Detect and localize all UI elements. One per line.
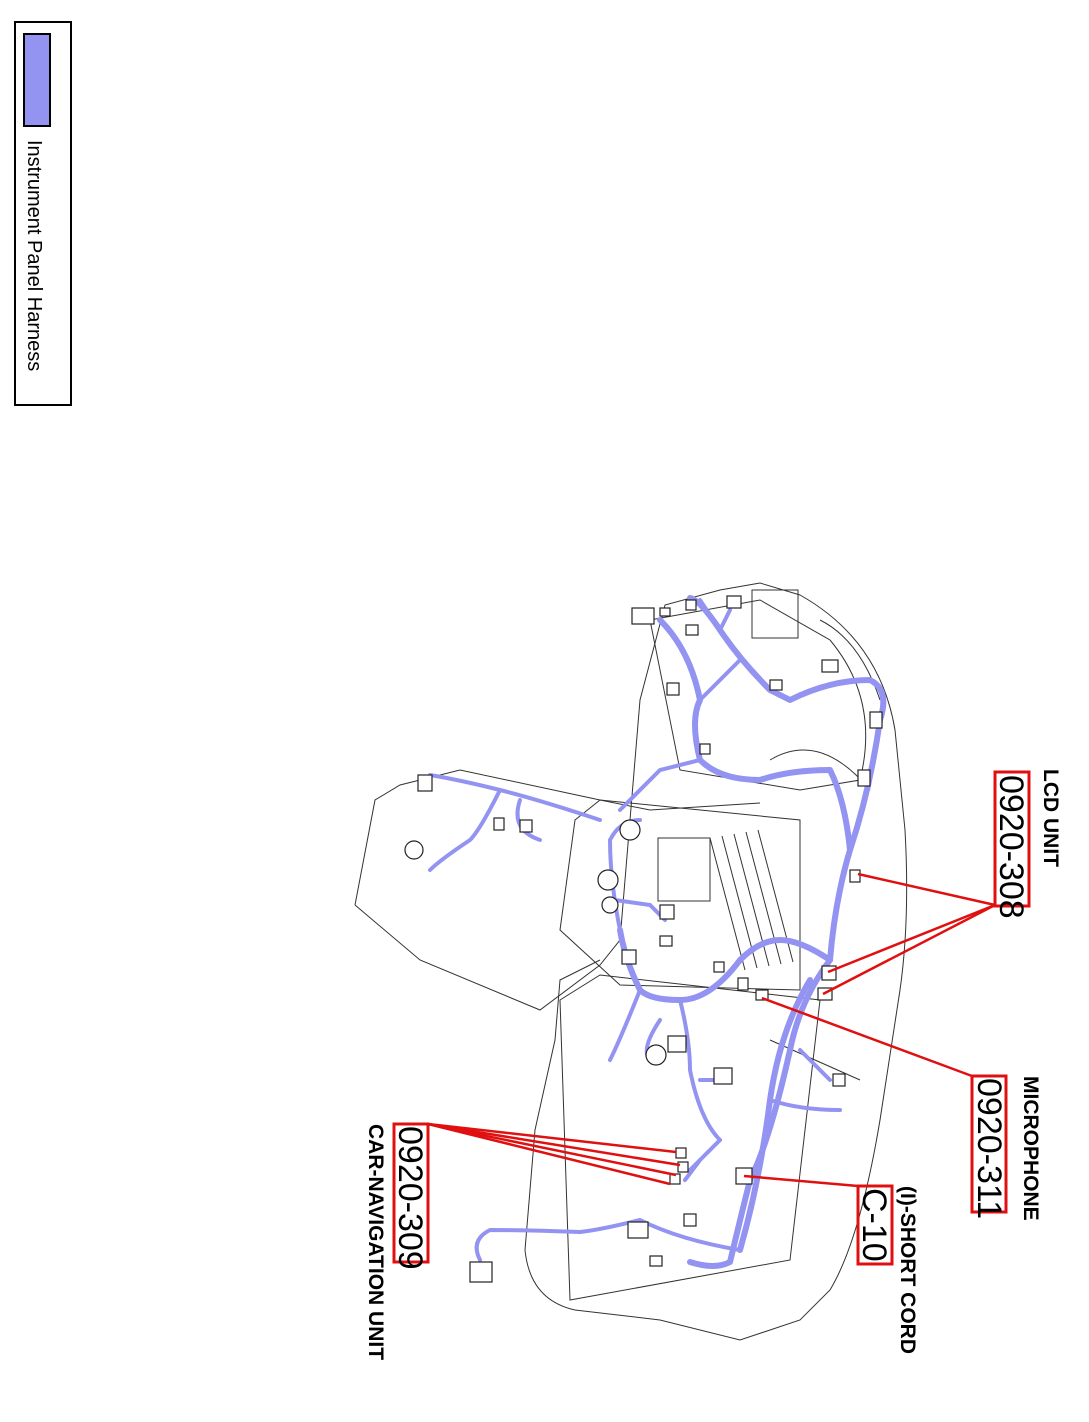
panel-outline-main	[524, 582, 908, 1341]
panel-center-stack	[559, 799, 801, 991]
connector	[619, 819, 641, 841]
harness-nav-branch	[474, 1138, 742, 1262]
connector	[699, 743, 711, 755]
connector	[597, 869, 619, 891]
connector	[649, 1255, 663, 1267]
callout-code: 0920-309	[391, 1126, 429, 1270]
leader-line-nav	[427, 1122, 677, 1177]
leader-line-lcd	[827, 903, 996, 974]
connector	[832, 1073, 846, 1087]
connector	[857, 769, 871, 787]
harness-cluster-branch	[618, 598, 742, 812]
callout-short-cord: C-10 (I)-SHORT CORD	[855, 1184, 919, 1354]
callout-box	[993, 770, 1031, 908]
callout-lcd-unit: 0920-308 LCD UNIT	[992, 769, 1062, 919]
panel-outline-upper	[354, 769, 761, 906]
panel-vent-box	[751, 589, 799, 639]
connector	[469, 1261, 493, 1283]
connector	[685, 624, 699, 636]
leader-line-nav	[427, 1122, 671, 1186]
leader-line-microphone	[761, 996, 973, 1078]
callout-box	[392, 1122, 430, 1264]
connector	[645, 1044, 667, 1066]
harness-main-trunk	[687, 957, 833, 1269]
instrument-panel-harness	[428, 595, 887, 1269]
connector	[713, 961, 725, 973]
connector	[601, 896, 619, 914]
connector	[849, 869, 861, 883]
legend-label: Instrument Panel Harness	[23, 140, 45, 371]
leader-line-nav	[427, 1122, 677, 1154]
leader-line-nav	[427, 1122, 681, 1167]
connector	[821, 659, 839, 673]
connector	[519, 819, 533, 833]
connector	[726, 595, 742, 609]
panel-glovebox	[559, 974, 821, 1301]
connector	[621, 949, 637, 965]
connector	[659, 935, 673, 947]
connectors	[404, 595, 883, 1283]
callout-car-navigation-unit: 0920-309 CAR-NAVIGATION UNIT	[364, 1122, 430, 1360]
connector	[755, 989, 769, 1001]
callout-code: 0920-311	[970, 1078, 1008, 1219]
connector	[685, 599, 697, 611]
panel-display	[657, 837, 711, 902]
callout-name: MICROPHONE	[1019, 1076, 1042, 1221]
callout-box	[970, 1074, 1008, 1214]
panel-vent-slats	[709, 829, 794, 971]
leader-line-short-cord	[743, 1174, 859, 1188]
connector	[683, 1213, 697, 1227]
connector	[675, 1147, 687, 1159]
callout-name: (I)-SHORT CORD	[896, 1186, 919, 1354]
leader-line-lcd	[857, 872, 996, 907]
connector	[769, 679, 783, 691]
harness-upper-run-2	[657, 617, 853, 853]
connector	[713, 1067, 733, 1085]
connector	[627, 1221, 649, 1239]
connector	[404, 840, 424, 860]
connector	[631, 607, 655, 625]
legend: Instrument Panel Harness	[14, 21, 72, 406]
harness-center-run	[617, 927, 833, 1003]
harness-lower-loop	[768, 1048, 842, 1112]
connector	[659, 904, 675, 920]
connector	[737, 977, 749, 991]
connector	[869, 711, 883, 729]
harness-upper-run	[687, 595, 887, 963]
harness-glovebox-branch	[644, 998, 722, 1142]
connector	[417, 774, 433, 792]
callout-code: C-10	[855, 1188, 893, 1262]
callout-microphone: 0920-311 MICROPHONE	[970, 1074, 1042, 1221]
connector	[667, 1035, 687, 1053]
legend-swatch	[23, 33, 51, 127]
connector	[666, 682, 680, 696]
callout-box	[856, 1184, 894, 1266]
callout-name: CAR-NAVIGATION UNIT	[364, 1124, 387, 1360]
callout-name: LCD UNIT	[1039, 769, 1062, 867]
connector	[677, 1161, 689, 1173]
connector	[821, 965, 837, 981]
connector	[493, 817, 505, 831]
panel-outline-lower	[354, 582, 761, 1011]
connector	[659, 607, 671, 617]
leader-lines	[427, 872, 996, 1188]
leader-line-lcd	[822, 903, 996, 996]
callout-code: 0920-308	[992, 775, 1030, 919]
